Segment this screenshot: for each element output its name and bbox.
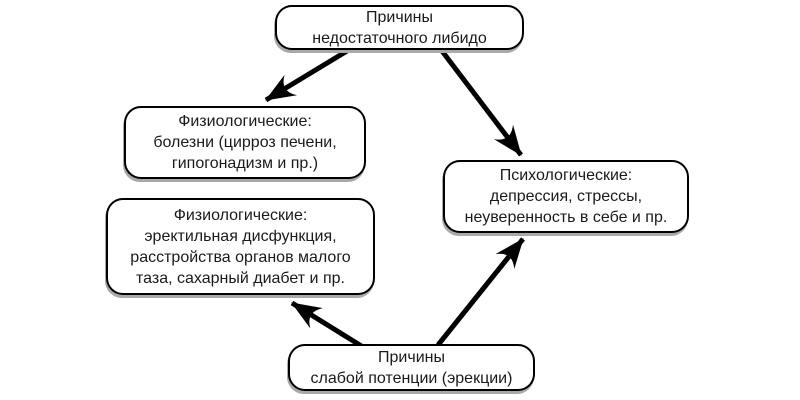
node-text-line: Психологические: xyxy=(499,167,633,184)
node-potency-causes: Причины слабой потенции (эрекции) xyxy=(288,344,535,391)
node-text-line: слабой потенции (эрекции) xyxy=(310,369,513,387)
node-text-line: неуверенность в себе и пр. xyxy=(464,209,668,226)
node-text-line: Физиологические: xyxy=(173,206,308,224)
node-physio-dysfunction: Физиологические: эректильная дисфункция,… xyxy=(106,198,375,295)
arrow-libido-to-psychological xyxy=(440,49,523,157)
node-text-line: Причины xyxy=(378,348,445,366)
node-text-line: Физиологические: xyxy=(178,113,312,130)
node-text-line: депрессия, стрессы, xyxy=(489,188,643,205)
node-psychological: Психологические: депрессия, стрессы, неу… xyxy=(443,160,689,233)
node-text-line: таза, сахарный диабет и пр. xyxy=(136,269,345,287)
arrow-potency-to-psychological xyxy=(436,237,525,347)
node-text-line: расстройства органов малого xyxy=(130,248,351,266)
node-text-line: Причины xyxy=(366,8,433,26)
node-text-line: эректильная дисфункция, xyxy=(144,227,337,245)
node-text-line: болезни (цирроз печени, xyxy=(153,134,337,151)
node-libido-causes: Причины недостаточного либидо xyxy=(275,5,524,50)
node-text-line: гипогонадизм и пр.) xyxy=(171,155,319,172)
node-text-line: недостаточного либидо xyxy=(312,29,487,47)
arrow-potency-to-physio-dysfunction xyxy=(290,300,365,350)
node-physio-diseases: Физиологические: болезни (цирроз печени,… xyxy=(124,106,366,179)
arrow-libido-to-physio-diseases xyxy=(264,48,349,103)
